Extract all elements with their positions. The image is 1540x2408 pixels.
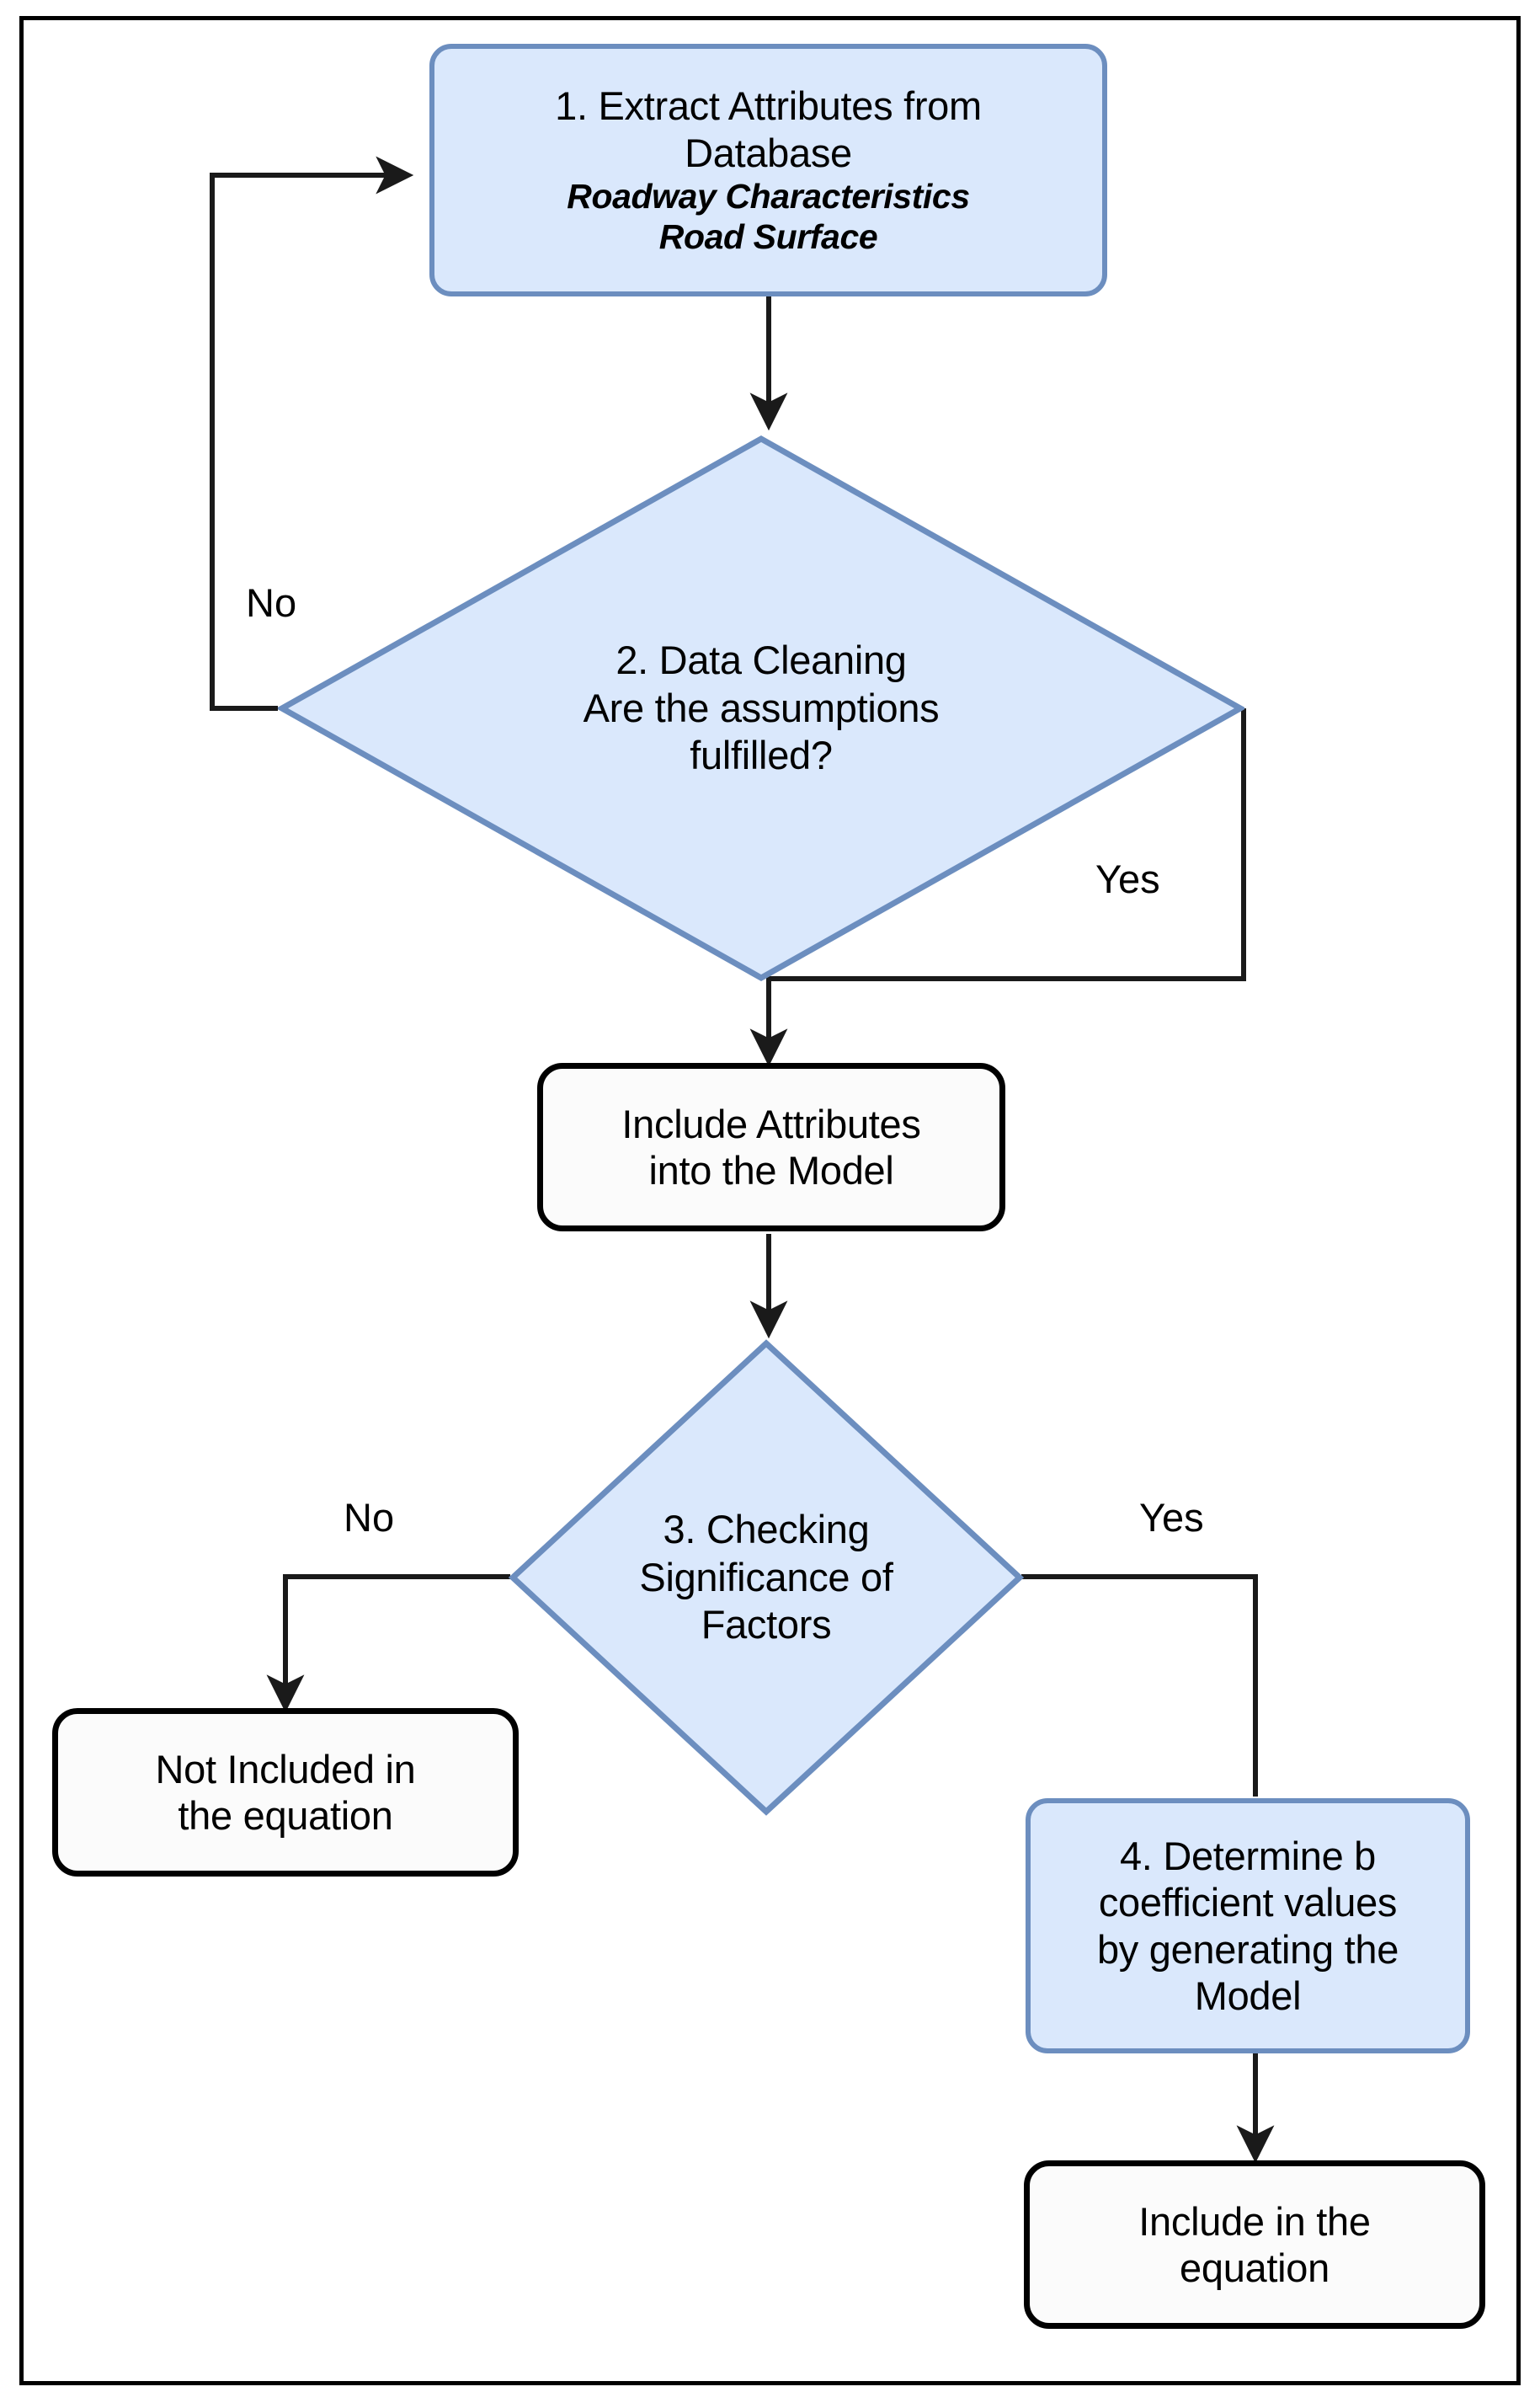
edge-label-significance-yes: Yes [1139,1495,1204,1540]
node-extract-line1: 1. Extract Attributes from [555,83,982,129]
node-data-cleaning-line3: fulfilled? [690,733,833,778]
node-not-included[interactable]: Not Included in the equation [52,1708,519,1877]
node-checking-significance-label: 3. Checking Significance of Factors [509,1339,1024,1816]
node-include-in-equation-line2: equation [1180,2245,1330,2290]
node-include-in-equation[interactable]: Include in the equation [1024,2160,1485,2329]
node-extract-line2: Database [685,130,852,175]
node-checking-significance[interactable]: 3. Checking Significance of Factors [509,1339,1024,1816]
node-determine-b-line1: 4. Determine b [1119,1833,1377,1878]
data-cleaning-diamond-shape [278,435,1244,982]
node-extract-sub2: Road Surface [658,217,878,257]
node-data-cleaning-line1: 2. Data Cleaning [615,638,907,683]
node-checking-significance-line2: Significance of [639,1554,893,1599]
node-data-cleaning-label: 2. Data Cleaning Are the assumptions ful… [278,435,1244,982]
node-determine-b-coefficient[interactable]: 4. Determine b coefficient values by gen… [1026,1798,1470,2053]
edge-label-cleaning-yes: Yes [1095,857,1160,901]
node-determine-b-line2: coefficient values [1098,1880,1398,1925]
node-data-cleaning-line2: Are the assumptions [583,685,940,730]
node-extract-sub1: Roadway Characteristics [567,177,970,216]
node-not-included-line1: Not Included in [155,1746,416,1791]
node-determine-b-line3: by generating the [1096,1926,1399,1972]
node-checking-significance-line3: Factors [701,1602,832,1647]
checking-significance-diamond-shape [509,1339,1024,1816]
node-include-attributes-line1: Include Attributes [621,1101,921,1146]
node-not-included-line2: the equation [178,1793,393,1838]
node-include-attributes[interactable]: Include Attributes into the Model [537,1063,1005,1231]
edge-label-significance-no: No [344,1495,395,1540]
node-extract-attributes[interactable]: 1. Extract Attributes from Database Road… [429,44,1107,296]
node-determine-b-line4: Model [1194,1973,1302,2018]
node-include-in-equation-line1: Include in the [1138,2198,1371,2244]
node-checking-significance-line1: 3. Checking [663,1507,870,1552]
edge-label-cleaning-no: No [246,580,297,625]
diagram-frame [19,16,1521,2385]
node-data-cleaning[interactable]: 2. Data Cleaning Are the assumptions ful… [278,435,1244,982]
node-include-attributes-line2: into the Model [648,1148,894,1193]
